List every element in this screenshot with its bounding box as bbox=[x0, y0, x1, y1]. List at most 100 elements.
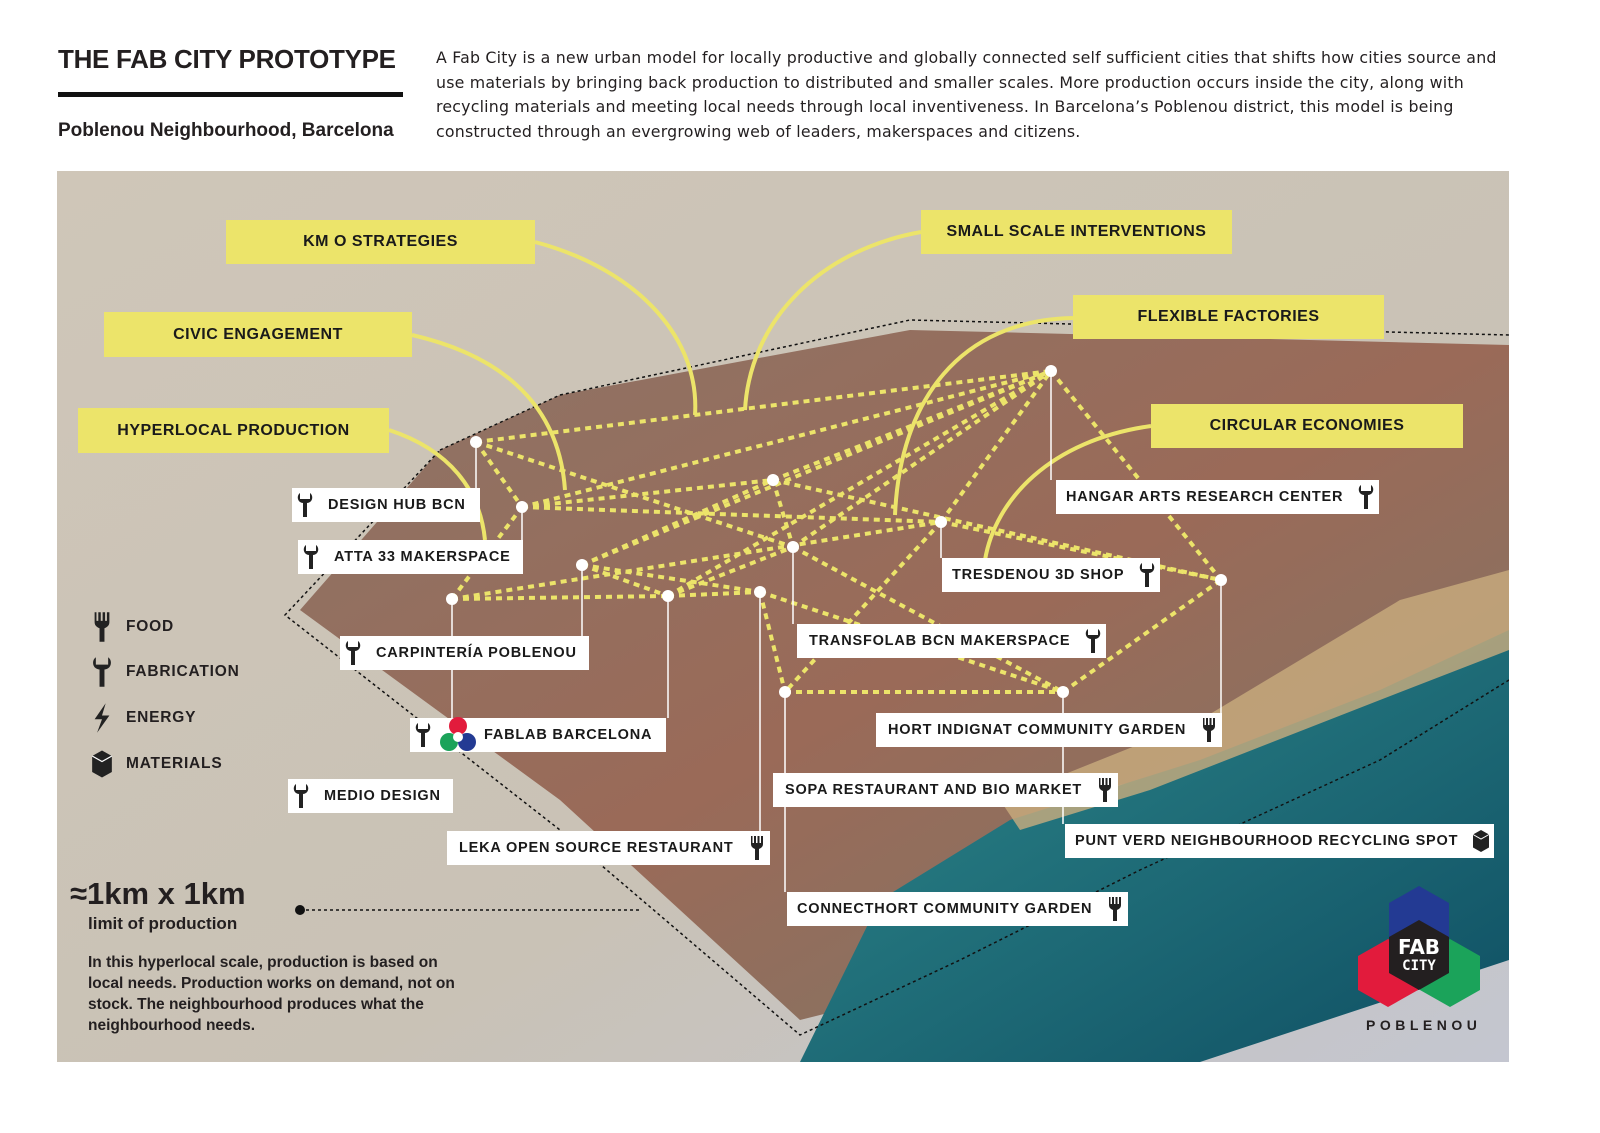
strategy-civic-engagement: CIVIC ENGAGEMENT bbox=[104, 312, 412, 357]
network-node bbox=[767, 474, 779, 486]
legend-label: FOOD bbox=[126, 618, 174, 635]
legend-label: MATERIALS bbox=[126, 755, 223, 772]
place-connecthort: CONNECTHORT COMMUNITY GARDEN bbox=[787, 892, 1129, 926]
network-link bbox=[783, 520, 943, 694]
page-title: THE FAB CITY PROTOTYPE bbox=[58, 44, 396, 74]
strategy-flexible-factories: FLEXIBLE FACTORIES bbox=[1073, 295, 1384, 339]
place-sopa: SOPA RESTAURANT AND BIO MARKET bbox=[773, 773, 1119, 807]
network-link bbox=[791, 369, 1053, 549]
place-design-hub-bcn: DESIGN HUB BCN bbox=[292, 488, 480, 522]
fabrication-icon bbox=[296, 492, 314, 518]
network-link bbox=[451, 520, 942, 601]
fabrication-icon bbox=[1357, 484, 1375, 510]
network-link bbox=[474, 440, 524, 509]
legend-energy: ENERGY bbox=[90, 702, 196, 734]
place-fablab-barcelona: FABLAB BARCELONA bbox=[410, 717, 667, 752]
place-label: ATTA 33 MAKERSPACE bbox=[334, 549, 511, 565]
place-transfolab: TRANSFOLAB BCN MAKERSPACE bbox=[797, 624, 1107, 658]
network-link bbox=[581, 563, 761, 594]
food-icon bbox=[90, 611, 114, 643]
logo-text-fab: FAB bbox=[1398, 935, 1440, 959]
legend-food: FOOD bbox=[90, 611, 174, 643]
fabrication-icon bbox=[344, 640, 362, 666]
network-link bbox=[771, 479, 795, 548]
place-hort-indignat: HORT INDIGNAT COMMUNITY GARDEN bbox=[876, 713, 1223, 747]
logo-place: POBLENOU bbox=[1366, 1017, 1482, 1033]
network-node bbox=[1215, 574, 1227, 586]
network-node bbox=[662, 590, 674, 602]
network-link bbox=[521, 478, 774, 509]
place-label: LEKA OPEN SOURCE RESTAURANT bbox=[459, 840, 734, 856]
place-label: CARPINTERÍA POBLENOU bbox=[376, 645, 577, 661]
place-leka-restaurant: LEKA OPEN SOURCE RESTAURANT bbox=[447, 831, 770, 865]
place-label: SOPA RESTAURANT AND BIO MARKET bbox=[785, 782, 1083, 798]
place-tresdenou: TRESDENOU 3D SHOP bbox=[942, 558, 1161, 592]
place-atta-33: ATTA 33 MAKERSPACE bbox=[298, 540, 523, 574]
energy-icon bbox=[90, 702, 114, 734]
legend-materials: MATERIALS bbox=[90, 748, 222, 780]
place-label: HANGAR ARTS RESEARCH CENTER bbox=[1066, 489, 1344, 505]
network-node bbox=[787, 541, 799, 553]
materials-icon bbox=[1472, 828, 1490, 854]
network-link bbox=[581, 478, 774, 567]
network-link bbox=[667, 590, 761, 598]
place-label: TRANSFOLAB BCN MAKERSPACE bbox=[809, 633, 1071, 649]
network-node bbox=[470, 436, 482, 448]
network-node bbox=[576, 559, 588, 571]
place-label: TRESDENOU 3D SHOP bbox=[952, 567, 1125, 583]
place-label: FABLAB BARCELONA bbox=[484, 727, 653, 743]
network-link bbox=[1049, 369, 1223, 582]
place-label: HORT INDIGNAT COMMUNITY GARDEN bbox=[888, 722, 1187, 738]
place-label: CONNECTHORT COMMUNITY GARDEN bbox=[797, 901, 1093, 917]
network-link bbox=[581, 563, 669, 598]
network-link bbox=[792, 545, 1064, 694]
legend-fabrication: FABRICATION bbox=[90, 656, 240, 688]
fabrication-icon bbox=[1138, 562, 1156, 588]
place-label: DESIGN HUB BCN bbox=[328, 497, 466, 513]
strategy-small-scale-interventions: SMALL SCALE INTERVENTIONS bbox=[921, 210, 1232, 254]
network-node bbox=[779, 686, 791, 698]
network-link bbox=[772, 369, 1052, 482]
logo-text-city: CITY bbox=[1402, 958, 1436, 974]
fab-city-logo: FAB CITY bbox=[1358, 886, 1480, 1007]
legend-label: ENERGY bbox=[126, 709, 197, 726]
strategy-hyperlocal-production: HYPERLOCAL PRODUCTION bbox=[78, 408, 389, 453]
network-link bbox=[667, 545, 794, 598]
network-link bbox=[666, 369, 1053, 598]
scale-label: limit of production bbox=[88, 914, 238, 933]
fabrication-icon bbox=[292, 783, 310, 809]
strategy-km0: KM O STRATEGIES bbox=[226, 220, 535, 264]
network-link bbox=[521, 369, 1052, 509]
fabrication-icon bbox=[302, 544, 320, 570]
network-node bbox=[935, 516, 947, 528]
fabrication-icon bbox=[90, 656, 114, 688]
place-hangar: HANGAR ARTS RESEARCH CENTER bbox=[1056, 480, 1380, 514]
food-icon bbox=[748, 835, 766, 861]
network-link bbox=[475, 369, 1052, 444]
place-punt-verd: PUNT VERD NEIGHBOURHOOD RECYCLING SPOT bbox=[1065, 824, 1495, 858]
beach bbox=[1000, 570, 1509, 830]
scale-size: ≈1km x 1km bbox=[70, 876, 246, 911]
fabrication-icon bbox=[1084, 628, 1102, 654]
place-medio-design: MEDIO DESIGN bbox=[288, 779, 453, 813]
network-node bbox=[754, 586, 766, 598]
network-node bbox=[1045, 365, 1057, 377]
strategy-connectors bbox=[388, 230, 1152, 561]
legend-label: FABRICATION bbox=[126, 663, 240, 680]
place-label: MEDIO DESIGN bbox=[324, 788, 441, 804]
network-link bbox=[521, 505, 942, 524]
network-node bbox=[1057, 686, 1069, 698]
place-carpinteria-poblenou: CARPINTERÍA POBLENOU bbox=[340, 636, 589, 670]
materials-icon bbox=[90, 748, 114, 780]
network-link bbox=[939, 369, 1053, 524]
page-subtitle: Poblenou Neighbourhood, Barcelona bbox=[58, 120, 394, 141]
network-node bbox=[446, 593, 458, 605]
food-icon bbox=[1200, 717, 1218, 743]
intro-paragraph: A Fab City is a new urban model for loca… bbox=[436, 48, 1497, 141]
strategy-circular-economies: CIRCULAR ECONOMIES bbox=[1151, 404, 1463, 448]
food-icon bbox=[1096, 777, 1114, 803]
production-limit-boundary bbox=[283, 319, 1509, 1036]
fablab-logo-icon bbox=[440, 717, 476, 751]
network-link bbox=[940, 520, 1222, 582]
scale-description: In this hyperlocal scale, production is … bbox=[88, 954, 455, 1034]
